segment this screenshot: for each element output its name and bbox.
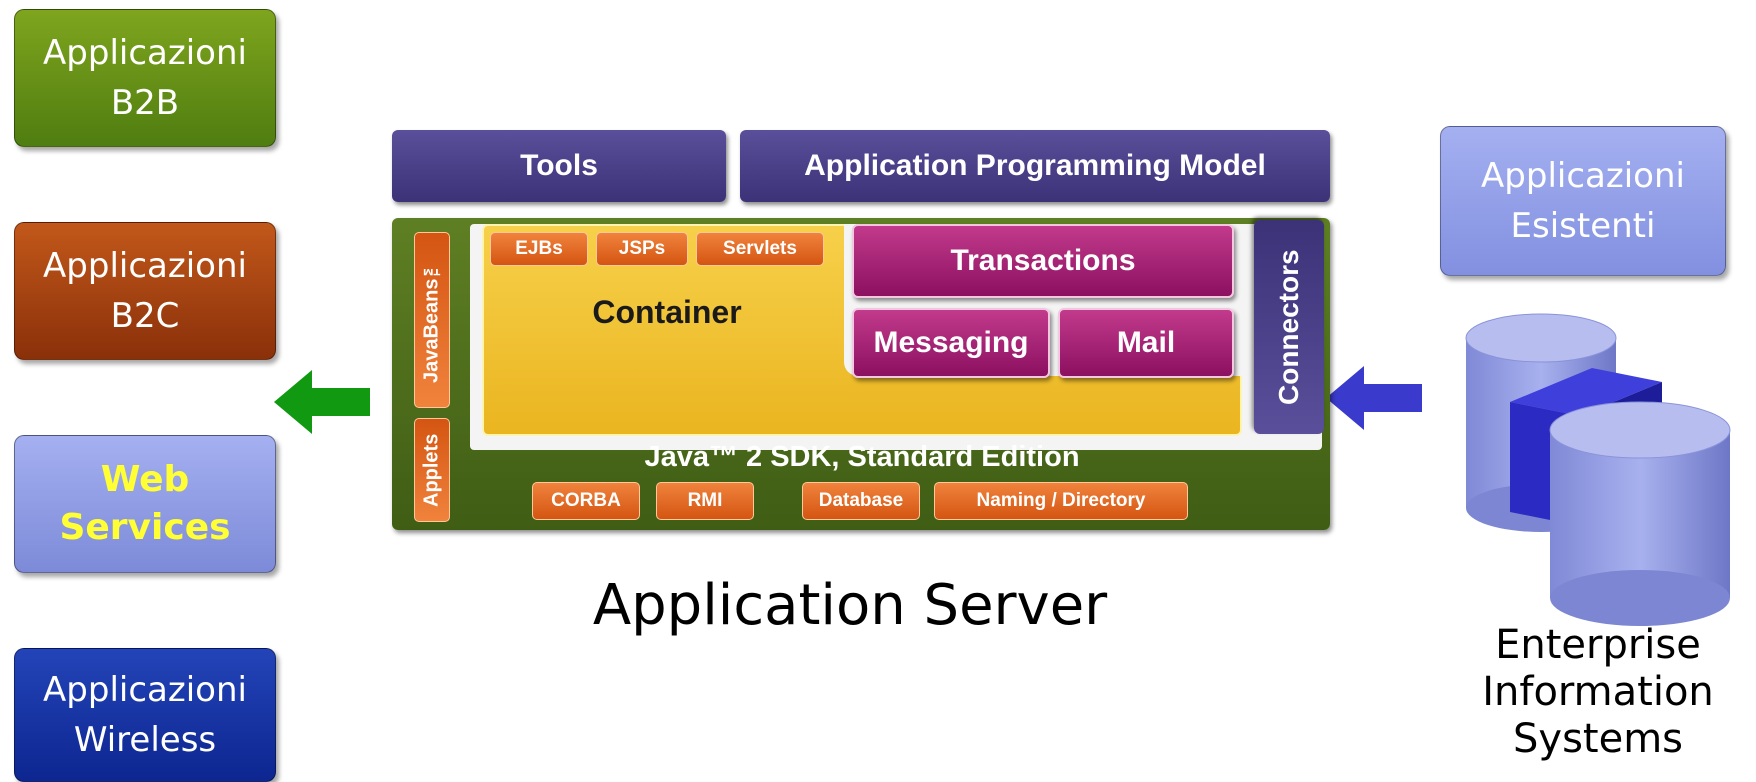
eis-line2: Information	[1482, 669, 1714, 715]
b2b-line2: B2B	[110, 83, 180, 123]
right-arrow-icon	[1326, 366, 1422, 430]
rmi-chip: RMI	[656, 482, 754, 520]
wireless-line1: Applicazioni	[43, 670, 247, 710]
application-server-diagram: Tools Application Programming Model Java…	[392, 126, 1332, 538]
existing-line2: Esistenti	[1510, 206, 1656, 246]
wireless-apps-box: Applicazioni Wireless	[14, 648, 276, 782]
tools-bar: Tools	[392, 130, 726, 202]
eis-caption: Enterprise Information Systems	[1448, 622, 1748, 763]
javabeans-chip: JavaBeans™	[414, 232, 450, 408]
mail-box: Mail	[1058, 308, 1234, 378]
connectors-bar: Connectors	[1254, 220, 1324, 434]
existing-apps-box: Applicazioni Esistenti	[1440, 126, 1726, 276]
jsps-chip: JSPs	[596, 232, 688, 266]
messaging-box: Messaging	[852, 308, 1050, 378]
corba-chip: CORBA	[532, 482, 640, 520]
b2b-apps-box: Applicazioni B2B	[14, 9, 276, 147]
naming-directory-chip: Naming / Directory	[934, 482, 1188, 520]
left-arrow-icon	[274, 370, 370, 434]
wireless-line2: Wireless	[73, 720, 217, 760]
servlets-chip: Servlets	[696, 232, 824, 266]
web-services-box: Web Services	[14, 435, 276, 573]
transactions-box: Transactions	[852, 224, 1234, 298]
b2c-apps-box: Applicazioni B2C	[14, 222, 276, 360]
applets-chip: Applets	[414, 418, 450, 522]
b2b-line1: Applicazioni	[43, 33, 247, 73]
application-server-caption: Application Server	[592, 573, 1108, 638]
container-label: Container	[592, 293, 742, 330]
sdk-label: Java™ 2 SDK, Standard Edition	[644, 441, 1080, 473]
ws-line1: Web	[100, 459, 190, 500]
existing-line1: Applicazioni	[1481, 156, 1685, 196]
ws-line2: Services	[59, 507, 231, 548]
b2c-line2: B2C	[110, 296, 180, 336]
eis-line1: Enterprise	[1495, 622, 1701, 668]
database-chip: Database	[802, 482, 920, 520]
ejbs-chip: EJBs	[490, 232, 588, 266]
database-cluster-icon	[1465, 313, 1731, 626]
programming-model-bar: Application Programming Model	[740, 130, 1330, 202]
eis-line3: Systems	[1513, 716, 1683, 762]
b2c-line1: Applicazioni	[43, 246, 247, 286]
